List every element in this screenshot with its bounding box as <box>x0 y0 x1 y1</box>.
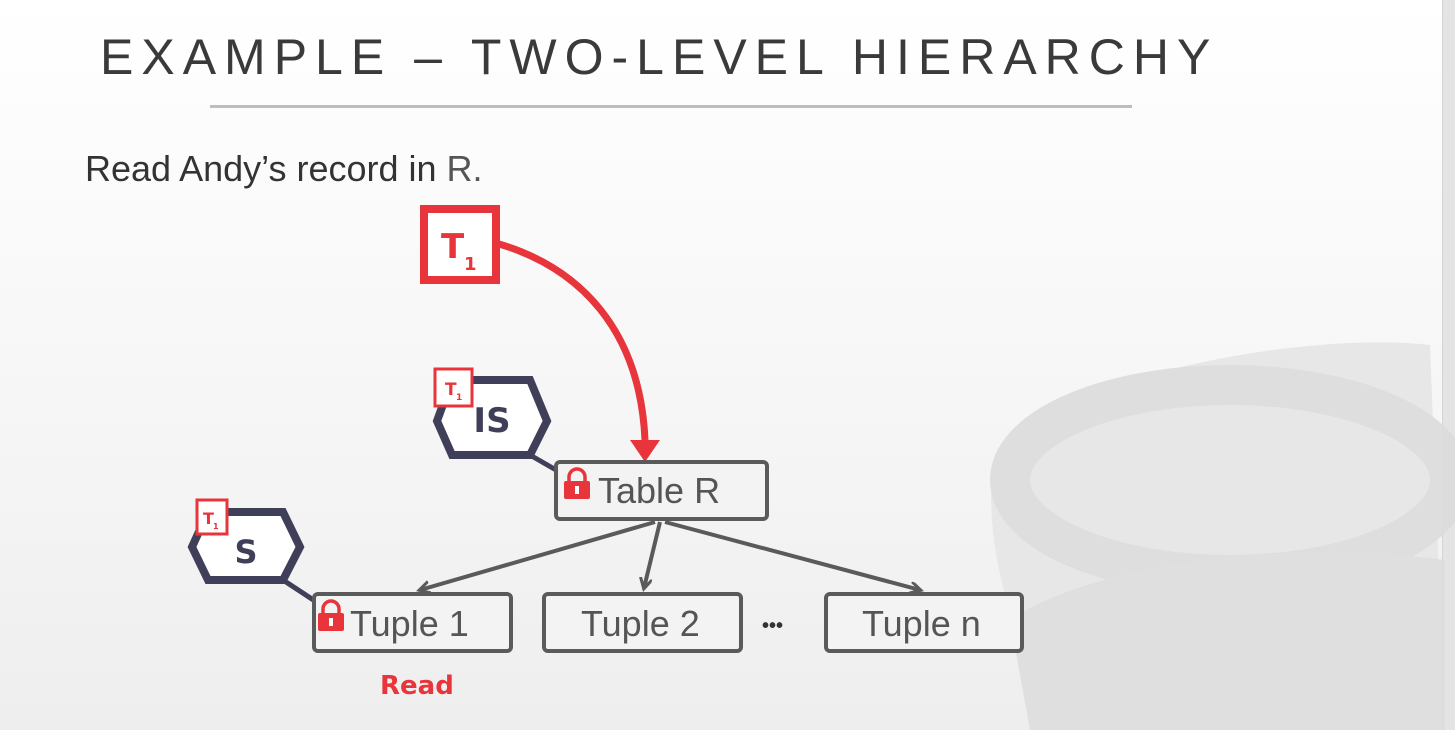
is-holder-badge <box>433 367 474 408</box>
transaction-t1-box: T 1 <box>420 205 500 284</box>
tuple-2-node: Tuple 2 <box>542 592 743 653</box>
scrollbar[interactable] <box>1442 0 1455 730</box>
title-divider <box>210 105 1132 108</box>
is-holder-sub: 1 <box>456 393 462 403</box>
tuple-2-label: Tuple 2 <box>581 603 700 644</box>
db-logo-icon <box>990 342 1455 730</box>
subtitle-text: Read Andy’s record in <box>85 148 447 189</box>
table-to-tuple2-arrow <box>644 521 662 588</box>
read-action-label: Read <box>380 671 454 701</box>
s-holder-badge <box>195 498 229 536</box>
tuple-n-label: Tuple n <box>862 603 981 644</box>
s-lock-node: S T 1 <box>187 498 305 584</box>
lock-icon <box>318 599 344 631</box>
slide-title: EXAMPLE – TWO-LEVEL HIERARCHY <box>100 29 1219 85</box>
s-lock-label: S <box>234 533 257 571</box>
table-r-label: Table R <box>598 470 720 511</box>
table-to-tuple1-arrow <box>420 520 656 590</box>
is-lock-node: IS T 1 <box>432 367 552 459</box>
s-holder-label: T <box>203 509 214 528</box>
table-to-tuplen-arrow <box>664 520 920 590</box>
tuple-n-node: Tuple n <box>824 592 1024 653</box>
table-r-node: Table R <box>554 460 769 521</box>
t1-to-table-arrow <box>498 240 649 441</box>
lock-icon <box>564 467 590 499</box>
slide-subtitle: Read Andy’s record in R. <box>85 148 483 190</box>
is-lock-label: IS <box>473 401 510 441</box>
is-holder-label: T <box>445 380 457 400</box>
subtitle-relation: R. <box>446 148 483 189</box>
s-holder-sub: 1 <box>213 522 219 531</box>
tuple-1-node: Tuple 1 <box>312 592 513 653</box>
transaction-subscript: 1 <box>464 254 477 275</box>
transaction-label: T <box>441 227 465 267</box>
t1-arrowhead <box>630 440 660 462</box>
tuple-1-label: Tuple 1 <box>350 603 469 644</box>
tuple-ellipsis: ••• <box>762 615 783 637</box>
